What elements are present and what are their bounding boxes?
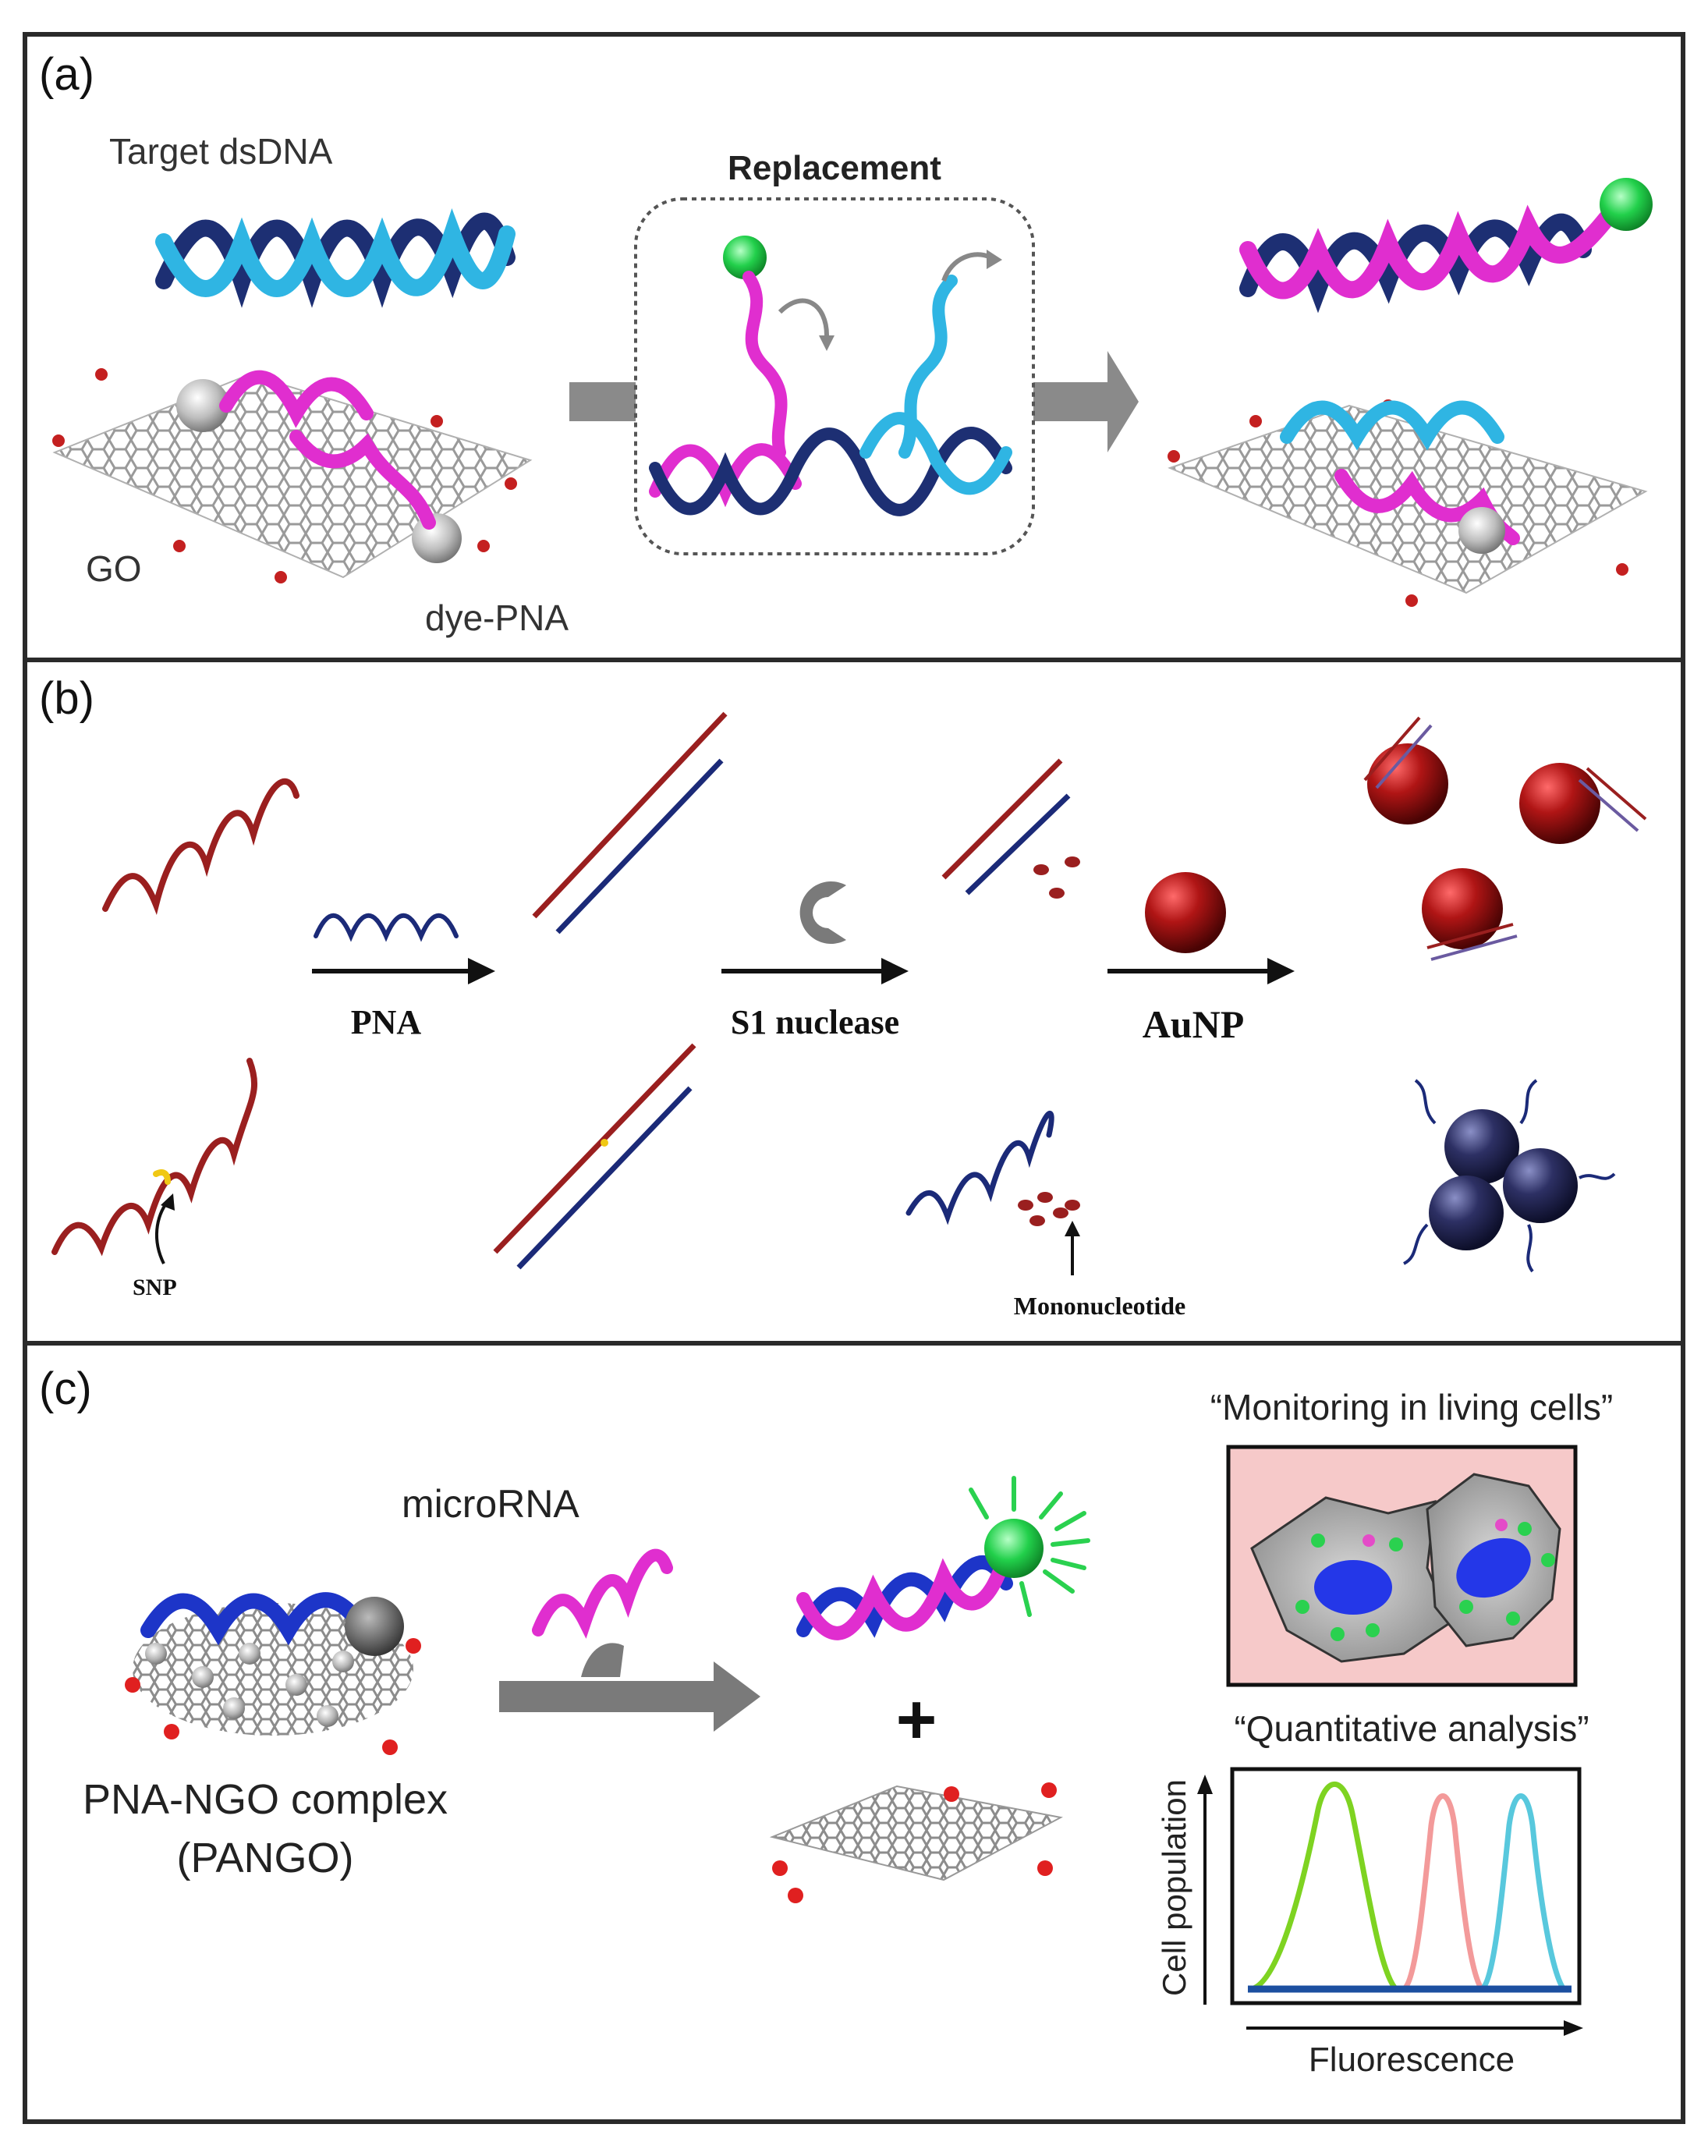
microrna-strand bbox=[532, 1548, 673, 1639]
pango-label-line1: PNA-NGO complex bbox=[83, 1776, 448, 1823]
x-axis-label: Fluorescence bbox=[1309, 2041, 1515, 2079]
s1-nuclease-label: S1 nuclease bbox=[731, 1003, 899, 1041]
quenched-dye-icon bbox=[345, 1597, 404, 1656]
pna-label: PNA bbox=[351, 1003, 422, 1041]
quenched-dye-icon bbox=[1458, 507, 1505, 554]
aunp-sphere-icon bbox=[1145, 872, 1226, 953]
aggregated-aunps bbox=[1402, 1079, 1616, 1273]
figure-frame bbox=[23, 32, 1685, 2124]
dispersed-aunps bbox=[1363, 716, 1647, 961]
snp-label: SNP bbox=[133, 1275, 177, 1300]
duplex-ladder-bottom bbox=[493, 1043, 696, 1270]
quant-label: “Quantitative analysis” bbox=[1234, 1708, 1589, 1749]
snp-dna-strand bbox=[51, 1058, 258, 1257]
free-ngo-sheet bbox=[769, 1782, 1063, 1903]
y-axis-label: Cell population bbox=[1156, 1779, 1192, 1996]
pna-strand bbox=[314, 913, 459, 942]
duplex-ladder-top bbox=[532, 711, 728, 934]
process-arrow-c bbox=[499, 1643, 760, 1732]
panel-c: (c) microRNA PNA-NGO complex (PANGO) bbox=[39, 1363, 1613, 2079]
pango-complex bbox=[125, 1592, 421, 1755]
target-dsdna-label: Target dsDNA bbox=[109, 131, 333, 172]
go-sheet-left bbox=[52, 368, 533, 583]
pango-label-line2: (PANGO) bbox=[177, 1835, 354, 1881]
released-strand bbox=[905, 1110, 1080, 1226]
replacement-box bbox=[634, 197, 1035, 555]
panel-c-label: (c) bbox=[39, 1363, 92, 1414]
s1-nuclease-icon bbox=[799, 881, 846, 944]
target-dna-strand bbox=[102, 778, 299, 915]
panel-a: (a) Target dsDNA Replacement GO dye-PNA bbox=[39, 49, 1653, 638]
monitoring-label: “Monitoring in living cells” bbox=[1210, 1387, 1613, 1427]
go-label: GO bbox=[86, 548, 142, 589]
panel-a-label: (a) bbox=[39, 49, 94, 100]
dye-green-icon bbox=[1600, 178, 1653, 231]
mononucleotide-label: Mononucleotide bbox=[1014, 1292, 1185, 1320]
panel-b-label: (b) bbox=[39, 673, 94, 724]
released-duplex-c bbox=[796, 1476, 1090, 1640]
cell-imaging-panel bbox=[1226, 1445, 1578, 1687]
go-sheet-right bbox=[1168, 399, 1648, 607]
plot-frame bbox=[1230, 1767, 1582, 2005]
cleaved-duplex bbox=[941, 758, 1080, 899]
histogram-peak-green bbox=[1250, 1782, 1398, 1992]
microrna-label: microRNA bbox=[402, 1482, 579, 1526]
histogram-plot: Cell population Fluorescence bbox=[1156, 1767, 1583, 2079]
plus-sign: + bbox=[896, 1681, 937, 1759]
replacement-label: Replacement bbox=[728, 149, 941, 187]
panel-b: (b) SNP PNA S1 nuclease bbox=[39, 673, 1647, 1320]
released-duplex bbox=[1239, 178, 1653, 314]
aunp-label: AuNP bbox=[1143, 1002, 1245, 1046]
snp-pointer-arrow bbox=[154, 1200, 169, 1264]
quenched-dye-icon bbox=[412, 513, 462, 563]
target-dsdna-helix bbox=[155, 208, 516, 308]
histogram-peak-pink bbox=[1401, 1793, 1484, 1991]
fluorescent-dye-icon bbox=[984, 1519, 1044, 1578]
dye-pna-label: dye-PNA bbox=[425, 598, 569, 638]
quenched-dye-icon bbox=[176, 379, 229, 432]
histogram-peak-cyan bbox=[1479, 1793, 1566, 1991]
dye-green-icon bbox=[723, 236, 767, 279]
